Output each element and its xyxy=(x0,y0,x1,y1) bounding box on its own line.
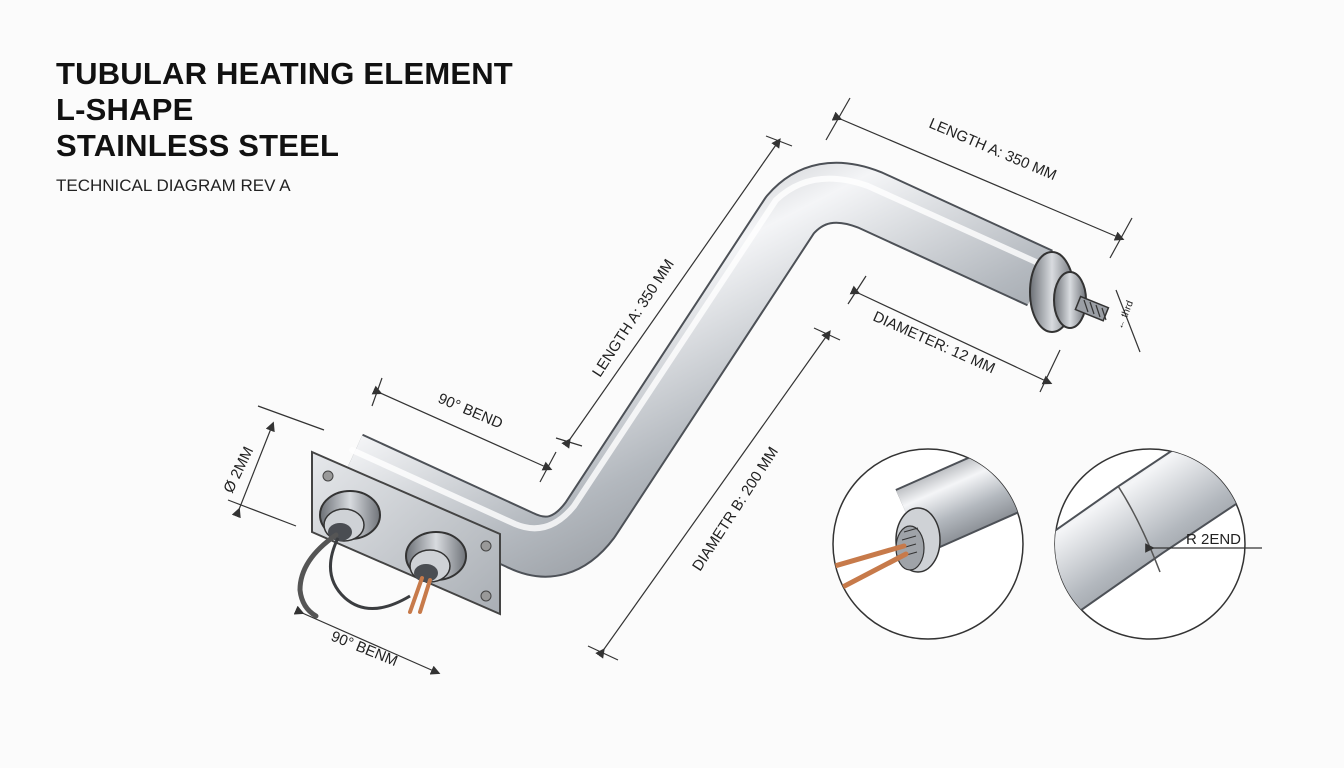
dimension-lines xyxy=(227,97,1141,675)
title-line-2: L-SHAPE xyxy=(56,92,194,127)
title-block: TUBULAR HEATING ELEMENT L-SHAPE STAINLES… xyxy=(56,56,513,196)
screw-icon xyxy=(322,470,334,482)
title-line-3: STAINLESS STEEL xyxy=(56,128,340,163)
end-nut-assembly xyxy=(1029,251,1110,333)
dim-bend-bottom: 90° BENM xyxy=(329,628,400,670)
subtitle: TECHNICAL DIAGRAM REV A xyxy=(56,176,291,195)
title-line-1: TUBULAR HEATING ELEMENT xyxy=(56,56,513,91)
dim-phi-2mm: Ø 2MM xyxy=(220,444,257,496)
detail-bend-label: R 2END xyxy=(1186,531,1241,548)
screw-icon xyxy=(480,590,492,602)
dim-diameter-12: DIAMETER: 12 MM xyxy=(870,308,997,377)
detail-terminal-end xyxy=(832,448,1024,640)
detail-bend: R 2END xyxy=(1054,448,1262,640)
terminal-bushing-left xyxy=(319,490,381,542)
dim-length-a-top: LENGTH A: 350 MM xyxy=(926,115,1058,184)
dim-bend-top: 90° BEND xyxy=(435,390,505,432)
dim-thread: ← thrd xyxy=(1115,299,1136,331)
screw-icon xyxy=(480,540,492,552)
terminal-bushing-right xyxy=(405,531,467,583)
